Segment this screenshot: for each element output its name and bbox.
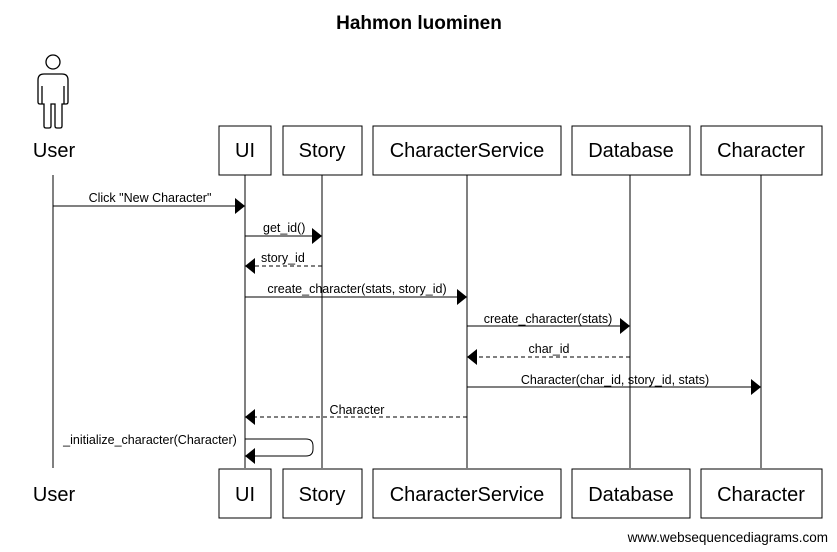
message-label-3: story_id (261, 251, 305, 265)
arrowhead-2 (312, 228, 322, 244)
participant-database-bottom-box (571, 468, 691, 519)
participant-ui-bottom-box (218, 468, 272, 519)
participants-bottom: User UI Story CharacterService Database … (33, 468, 823, 519)
participant-characterservice-bottom-box (372, 468, 562, 519)
messages: Click "New Character" get_id() story_id … (53, 191, 761, 464)
participant-user-top: User (33, 140, 76, 162)
participant-story-bottom: Story (299, 484, 346, 506)
actor-user-top-icon (37, 54, 69, 129)
lifelines (52, 175, 762, 468)
participant-story-top: Story (299, 140, 346, 162)
arrowhead-6 (467, 349, 477, 365)
participant-character-top-box (700, 125, 823, 176)
participant-characterservice-top: CharacterService (390, 140, 545, 162)
arrowhead-8 (245, 409, 255, 425)
participant-character-bottom: Character (717, 484, 805, 506)
diagram-title: Hahmon luominen (336, 13, 502, 34)
participant-user-bottom: User (33, 484, 76, 506)
message-label-5: create_character(stats) (484, 312, 613, 326)
participant-character-bottom-box (700, 468, 823, 519)
message-label-6: char_id (529, 342, 570, 356)
message-label-2: get_id() (263, 221, 305, 235)
footer-watermark: www.websequencediagrams.com (627, 530, 828, 545)
arrowhead-5 (620, 318, 630, 334)
arrowhead-7 (751, 379, 761, 395)
arrowhead-9 (245, 448, 255, 464)
arrowhead-4 (457, 289, 467, 305)
participant-story-top-box (282, 125, 363, 176)
participant-database-top-box (571, 125, 691, 176)
participant-database-top: Database (588, 140, 674, 162)
participant-ui-top: UI (235, 140, 255, 162)
message-label-4: create_character(stats, story_id) (267, 282, 446, 296)
participant-ui-top-box (218, 125, 272, 176)
participants-top: User UI Story CharacterService Database … (33, 125, 823, 176)
arrowhead-3 (245, 258, 255, 274)
message-label-9: _initialize_character(Character) (62, 433, 237, 447)
arrowhead-1 (235, 198, 245, 214)
participant-character-top: Character (717, 140, 805, 162)
participant-database-bottom: Database (588, 484, 674, 506)
participant-ui-bottom: UI (235, 484, 255, 506)
participant-characterservice-top-box (372, 125, 562, 176)
participant-story-bottom-box (282, 468, 363, 519)
message-label-7: Character(char_id, story_id, stats) (521, 373, 709, 387)
message-label-1: Click "New Character" (89, 191, 212, 205)
message-label-8: Character (330, 403, 385, 417)
message-arrow-9 (245, 438, 314, 457)
participant-characterservice-bottom: CharacterService (390, 484, 545, 506)
